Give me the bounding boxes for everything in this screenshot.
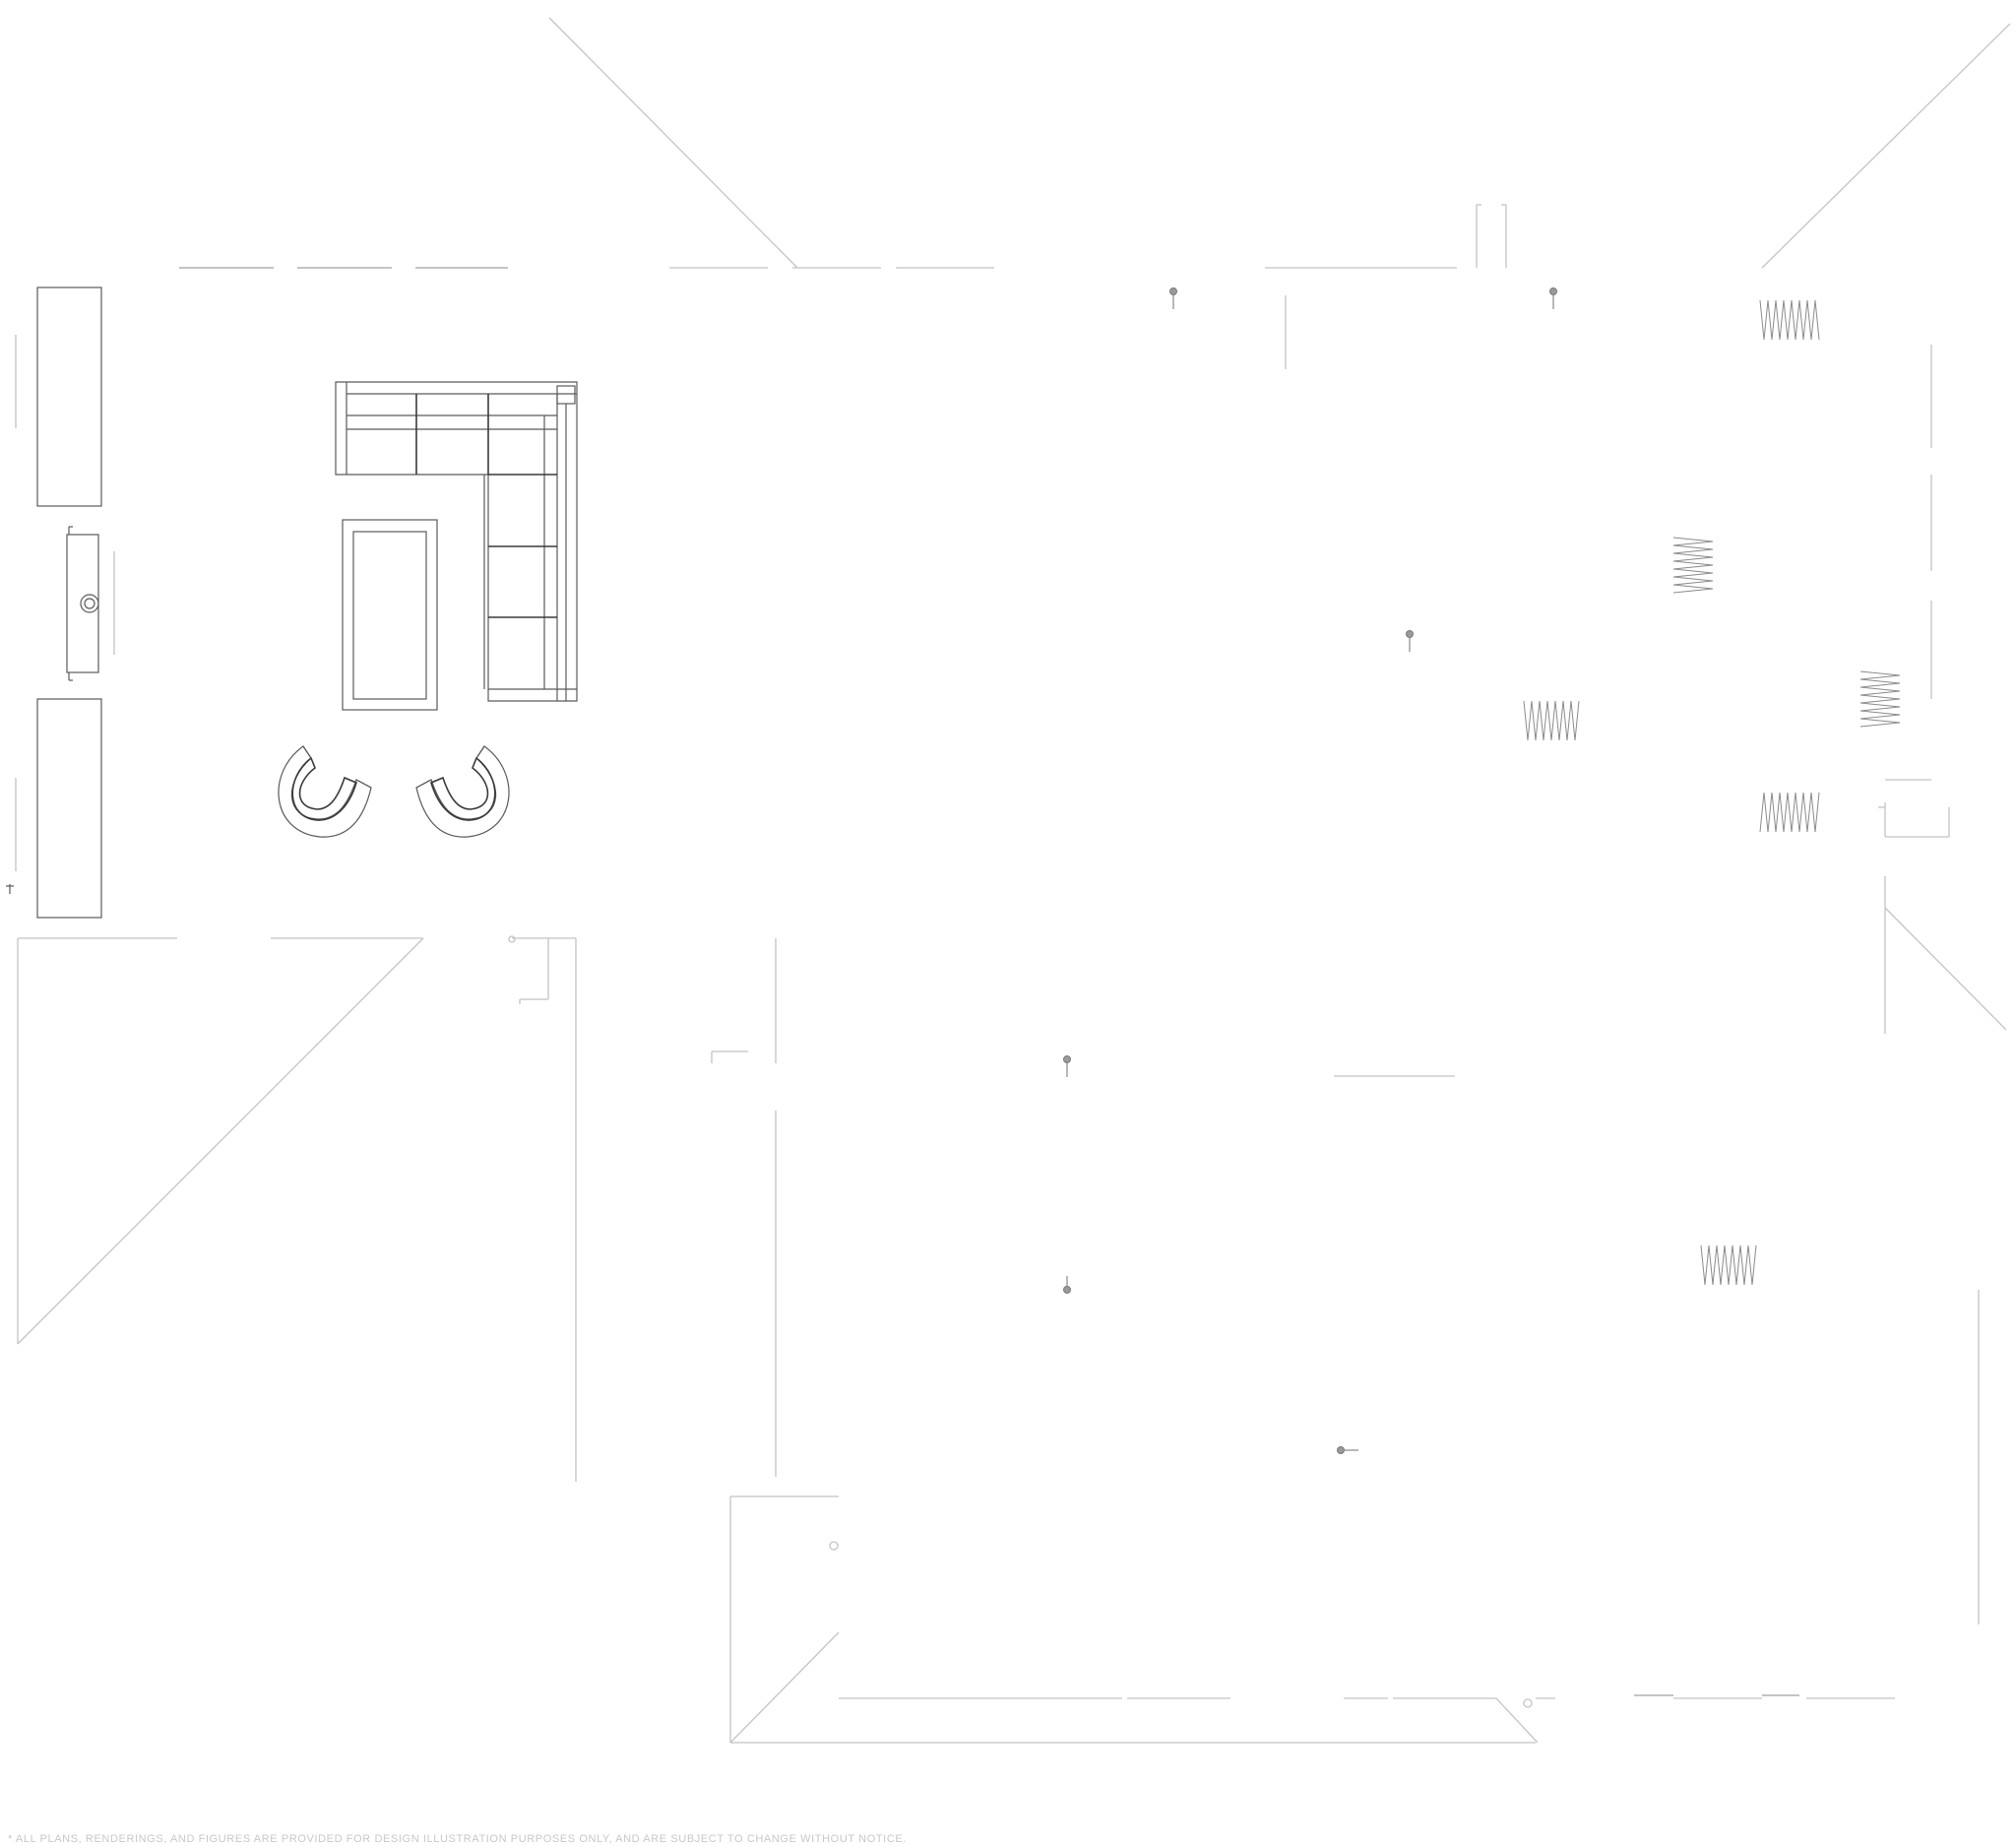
- fireplace-icon: [66, 526, 99, 681]
- outlet-icon: [6, 884, 14, 894]
- radiator-icon: [1523, 700, 1580, 741]
- wall-light-icon: [1063, 1276, 1071, 1294]
- radiator-icon: [1700, 1244, 1757, 1286]
- wall-light-icon: [1406, 630, 1414, 652]
- wall-light-icon: [1063, 1055, 1071, 1077]
- door-stop-icon: [508, 806, 1885, 1004]
- armchair-icon: [415, 745, 510, 838]
- walls: [15, 17, 2011, 1744]
- disclaimer-note: * ALL PLANS, RENDERINGS, AND FIGURES ARE…: [8, 1833, 907, 1845]
- radiator-icon: [1759, 792, 1820, 833]
- radiator-icon: [1759, 299, 1820, 341]
- wall-light-icon: [1337, 1446, 1358, 1454]
- wall-light-icon: [1549, 287, 1557, 309]
- wall-light-icon: [1169, 287, 1177, 309]
- sofa-icon: [335, 381, 578, 702]
- left-built-in-shelves: [36, 286, 102, 919]
- radiator-icon: [1672, 537, 1714, 594]
- radiator-icon: [1859, 670, 1901, 728]
- armchair-icon: [278, 745, 372, 838]
- coffee-table-icon: [342, 519, 438, 711]
